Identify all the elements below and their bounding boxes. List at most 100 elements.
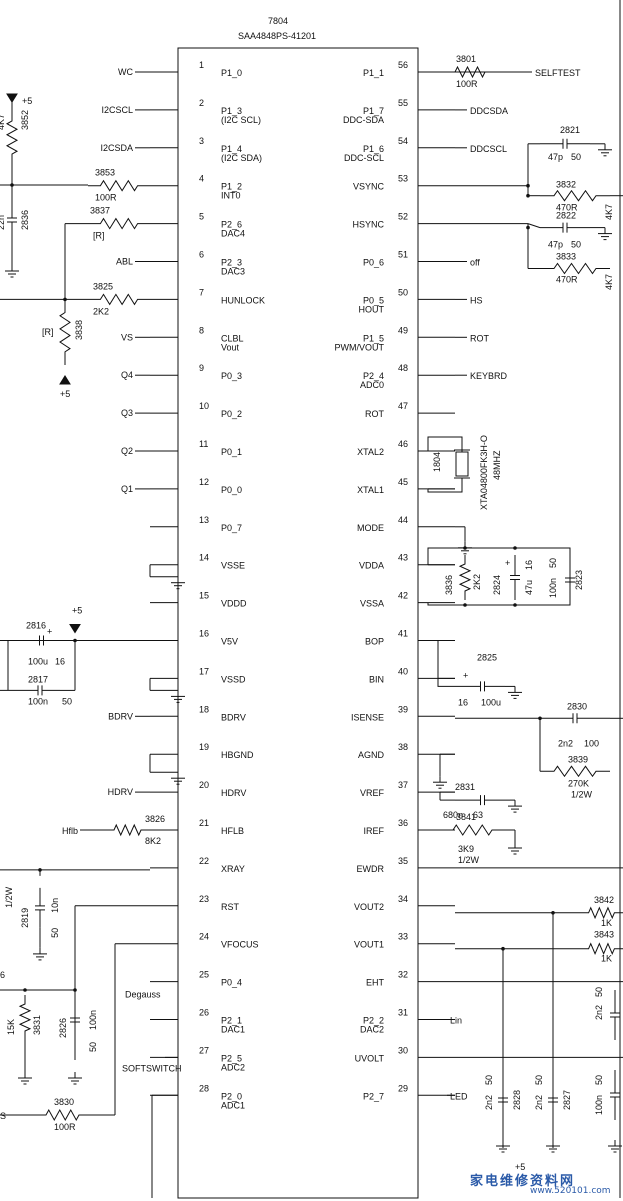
pin-name: P0_2 <box>221 409 242 419</box>
component-value: 10n <box>50 898 60 913</box>
component-ref: 2836 <box>20 210 30 230</box>
component-value: 470R <box>556 275 578 285</box>
pin-number: 2 <box>199 98 204 108</box>
pin-name: P1_5 <box>363 333 384 343</box>
component-ref: 3842 <box>594 895 614 905</box>
pin-name: VSSD <box>221 674 246 684</box>
component-value: 8K2 <box>145 836 161 846</box>
resistor-3826 <box>105 823 150 837</box>
pin-name: CLBL <box>221 333 244 343</box>
pin-subname: PWM/VOUT <box>335 342 385 352</box>
net-label: HS <box>470 295 483 305</box>
watermark-url: www.520101.com <box>530 1186 611 1196</box>
pin-number: 8 <box>199 325 204 335</box>
component-value: 50 <box>594 987 604 997</box>
component-ref: 2827 <box>562 1090 572 1110</box>
pin-number: 51 <box>398 250 408 260</box>
pin-name: HDRV <box>221 788 246 798</box>
pin-name: P0_1 <box>221 447 242 457</box>
resistor-3831 <box>18 995 32 1040</box>
pin-subname: DAC1 <box>221 1025 245 1035</box>
pin-number: 27 <box>199 1045 209 1055</box>
crystal-1804 <box>455 451 469 477</box>
component-value: 50 <box>571 240 581 250</box>
component-value: 2n2 <box>534 1095 544 1110</box>
component-ref: 3836 <box>444 575 454 595</box>
pin-number: 54 <box>398 136 408 146</box>
component-ref: 2822 <box>556 211 576 221</box>
component-value: 1K <box>601 918 612 928</box>
component-value: 47u <box>524 580 534 595</box>
net-label: SELFTEST <box>535 68 581 78</box>
resistor-3830 <box>35 1108 90 1122</box>
resistor-3832 <box>540 189 610 202</box>
component-value: 1/2W <box>458 855 480 865</box>
component-value: 47p <box>548 152 563 162</box>
net-label: DDCSCL <box>470 144 507 154</box>
pin-number: 40 <box>398 666 408 676</box>
resistor-3825 <box>88 293 150 306</box>
pin-number: 49 <box>398 325 408 335</box>
pin-name: AGND <box>358 750 385 760</box>
component-ref: 3839 <box>568 754 588 764</box>
pin-name: P2_0 <box>221 1091 242 1101</box>
resistor-3836 <box>458 555 472 600</box>
pin-name: EWDR <box>357 864 385 874</box>
pin-name: BDRV <box>221 712 246 722</box>
ic-body <box>177 47 419 1199</box>
component-value: 100n <box>594 1095 604 1115</box>
pin-number: 45 <box>398 477 408 487</box>
pin-name: HUNLOCK <box>221 295 265 305</box>
pin-subname: (I2C SCL) <box>221 115 261 125</box>
pin-name: XTAL2 <box>357 447 384 457</box>
pin-number: 32 <box>398 970 408 980</box>
junction-dot <box>463 603 467 607</box>
component-value: 2n2 <box>594 1005 604 1020</box>
pin-name: HBGND <box>221 750 254 760</box>
component-ref: 2830 <box>567 701 587 711</box>
components <box>5 47 623 1199</box>
junction-dot <box>23 988 27 992</box>
pin-name: P2_7 <box>363 1091 384 1101</box>
component-value: 100R <box>95 193 117 203</box>
component-value: 2n2 <box>484 1095 494 1110</box>
pin-number: 44 <box>398 515 408 525</box>
pin-subname: (I2C SDA) <box>221 153 262 163</box>
pin-number: 30 <box>398 1045 408 1055</box>
supply-label: +5 <box>60 389 70 399</box>
component-ref: 3843 <box>594 930 614 940</box>
pin-name: VSYNC <box>353 182 385 192</box>
component-value: 4K7 <box>0 114 6 130</box>
watermark: 家电维修资料网 www.520101.com <box>470 1170 620 1198</box>
net-label: I2CSCL <box>101 105 133 115</box>
wire <box>437 640 460 687</box>
supply-arrow <box>69 624 81 634</box>
resistor-3838 <box>59 299 71 365</box>
pin-name: P0_0 <box>221 485 242 495</box>
resistor-3841 <box>440 824 505 836</box>
component-value: 3K9 <box>458 844 474 854</box>
component-ref: 2828 <box>512 1090 522 1110</box>
pin-number: 15 <box>199 591 209 601</box>
pin-name: VDDD <box>221 599 247 609</box>
component-ref: 2823 <box>574 570 584 590</box>
pin-name: ROT <box>365 409 385 419</box>
junction-dot <box>513 603 517 607</box>
pin-name: VOUT2 <box>354 902 384 912</box>
component-value: XTA04800FK3H-O <box>479 435 489 510</box>
pin-number: 13 <box>199 515 209 525</box>
pin-name: P2_5 <box>221 1053 242 1063</box>
pin-name: IREF <box>363 826 384 836</box>
pin-number: 46 <box>398 439 408 449</box>
component-value: 50 <box>88 1042 98 1052</box>
pin-number: 9 <box>199 363 204 373</box>
component-value: 22n <box>0 215 6 230</box>
net-label: Hflb <box>62 826 78 836</box>
component-ref: 2826 <box>58 1018 68 1038</box>
polarity: + <box>505 558 510 568</box>
pin-number: 16 <box>199 629 209 639</box>
pin-name: XRAY <box>221 864 245 874</box>
resistor-3842 <box>580 906 623 920</box>
pin-number: 6 <box>199 250 204 260</box>
pin-number: 17 <box>199 666 209 676</box>
